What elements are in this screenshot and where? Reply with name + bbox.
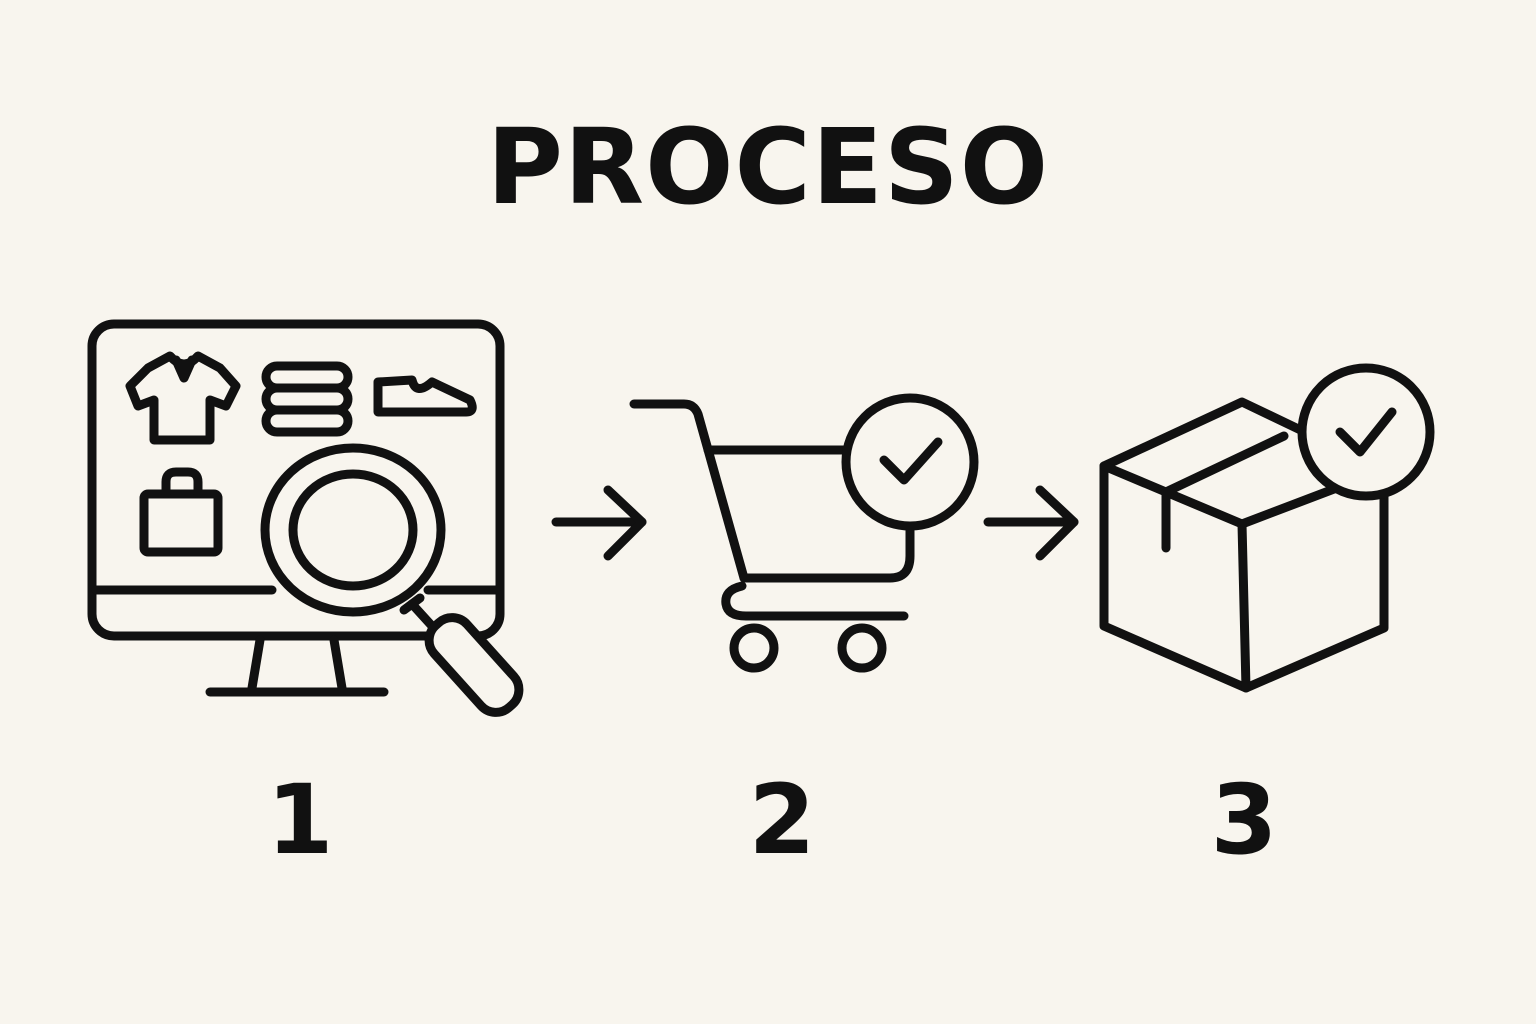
- package-checked-icon: [1099, 363, 1435, 693]
- diagram-title: PROCESO: [486, 106, 1050, 228]
- arrow-right-icon: [983, 485, 1079, 561]
- monitor-icon: [87, 319, 505, 697]
- cart-checked-icon: [629, 393, 979, 673]
- magnifier-icon: [260, 443, 524, 717]
- arrow-right-icon: [551, 485, 647, 561]
- folded-clothes-icon: [261, 361, 353, 437]
- shopping-cart-icon: [629, 399, 915, 673]
- online-shop-search-icon: [87, 319, 524, 717]
- box-icon: [1099, 397, 1389, 693]
- sneaker-icon: [373, 375, 477, 417]
- check-circle-icon: [1297, 363, 1435, 501]
- shopping-bag-icon: [139, 467, 223, 557]
- step-number-1: 1: [266, 764, 334, 876]
- step-number-3: 3: [1210, 764, 1278, 876]
- check-circle-icon: [841, 393, 979, 531]
- tshirt-collar-icon: [171, 355, 197, 383]
- step-number-2: 2: [748, 764, 816, 876]
